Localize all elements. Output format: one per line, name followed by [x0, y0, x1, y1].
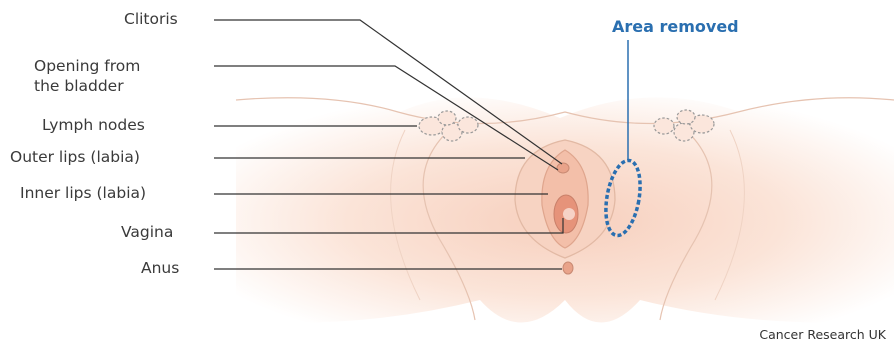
anus-label: Anus: [141, 259, 179, 278]
area-removed-label: Area removed: [612, 17, 739, 36]
lymph-nodes-label: Lymph nodes: [42, 116, 145, 135]
vagina-label: Vagina: [121, 223, 173, 242]
clitoris-shape: [557, 163, 569, 173]
bladder-opening-label-line2: the bladder: [34, 77, 124, 96]
image-credit: Cancer Research UK: [759, 327, 886, 342]
bladder-opening-label-line1: Opening from: [34, 57, 140, 76]
inner-lips-label: Inner lips (labia): [20, 184, 146, 203]
anus-shape: [563, 262, 573, 274]
vagina-highlight: [563, 208, 575, 220]
outer-lips-label: Outer lips (labia): [10, 148, 140, 167]
clitoris-label: Clitoris: [124, 10, 178, 29]
